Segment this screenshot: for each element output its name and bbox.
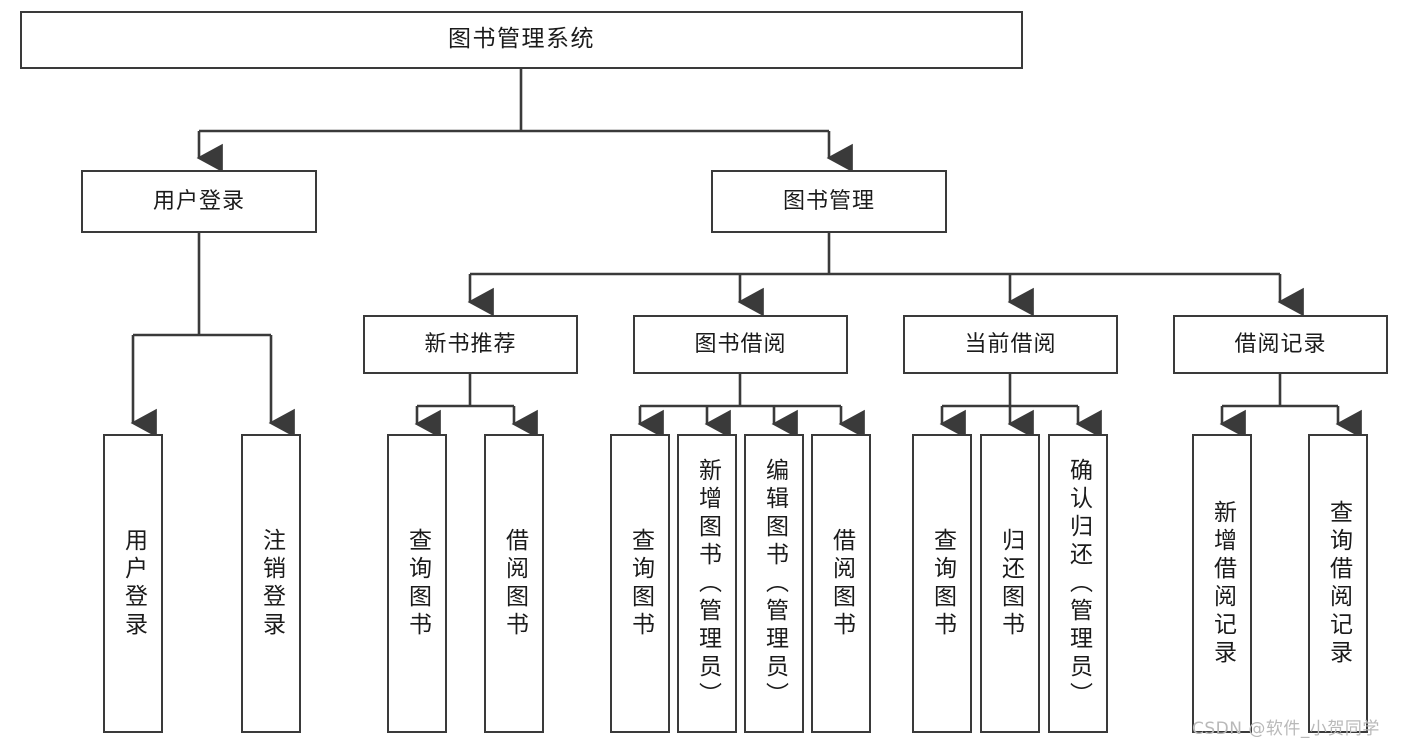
node-borrow-record[interactable]: 借阅记录 [1173, 315, 1388, 374]
node-leaf-query-book-2[interactable]: 查询图书 [610, 434, 670, 733]
node-leaf-query-record-label: 查询借阅记录 [1325, 499, 1352, 668]
node-new-book-recommend-label: 新书推荐 [424, 331, 517, 357]
node-leaf-borrow-book-1[interactable]: 借阅图书 [484, 434, 544, 733]
node-leaf-query-book-3-label: 查询图书 [929, 527, 956, 640]
node-leaf-borrow-book-2-label: 借阅图书 [828, 527, 855, 640]
node-book-borrow-label: 图书借阅 [694, 331, 787, 357]
node-leaf-query-book-2-label: 查询图书 [627, 527, 654, 640]
node-leaf-add-record-label: 新增借阅记录 [1209, 499, 1236, 668]
node-user-login[interactable]: 用户登录 [81, 170, 317, 233]
node-leaf-return-book-label: 归还图书 [997, 527, 1024, 640]
node-leaf-logout-login-label: 注销登录 [258, 527, 285, 640]
node-leaf-edit-book-label: 编辑图书（管理员） [761, 457, 788, 710]
node-leaf-query-book-1[interactable]: 查询图书 [387, 434, 447, 733]
node-leaf-return-book[interactable]: 归还图书 [980, 434, 1040, 733]
node-leaf-confirm-return[interactable]: 确认归还（管理员） [1048, 434, 1108, 733]
node-leaf-edit-book[interactable]: 编辑图书（管理员） [744, 434, 804, 733]
node-leaf-user-login[interactable]: 用户登录 [103, 434, 163, 733]
node-borrow-record-label: 借阅记录 [1234, 331, 1327, 357]
node-user-login-label: 用户登录 [152, 188, 245, 214]
node-leaf-logout-login[interactable]: 注销登录 [241, 434, 301, 733]
node-current-borrow-label: 当前借阅 [964, 331, 1057, 357]
node-leaf-query-book-1-label: 查询图书 [404, 527, 431, 640]
node-leaf-user-login-label: 用户登录 [120, 527, 147, 640]
node-leaf-borrow-book-1-label: 借阅图书 [501, 527, 528, 640]
node-leaf-borrow-book-2[interactable]: 借阅图书 [811, 434, 871, 733]
csdn-watermark: CSDN @软件_小贺同学 [1192, 719, 1380, 739]
node-leaf-add-record[interactable]: 新增借阅记录 [1192, 434, 1252, 733]
node-leaf-query-book-3[interactable]: 查询图书 [912, 434, 972, 733]
node-leaf-add-book[interactable]: 新增图书（管理员） [677, 434, 737, 733]
node-book-manage-label: 图书管理 [782, 188, 875, 214]
node-book-borrow[interactable]: 图书借阅 [633, 315, 848, 374]
node-leaf-confirm-return-label: 确认归还（管理员） [1065, 457, 1092, 710]
node-current-borrow[interactable]: 当前借阅 [903, 315, 1118, 374]
node-leaf-add-book-label: 新增图书（管理员） [694, 457, 721, 710]
node-book-manage[interactable]: 图书管理 [711, 170, 947, 233]
node-leaf-query-record[interactable]: 查询借阅记录 [1308, 434, 1368, 733]
node-new-book-recommend[interactable]: 新书推荐 [363, 315, 578, 374]
node-root[interactable]: 图书管理系统 [20, 11, 1023, 69]
node-root-label: 图书管理系统 [448, 26, 595, 53]
